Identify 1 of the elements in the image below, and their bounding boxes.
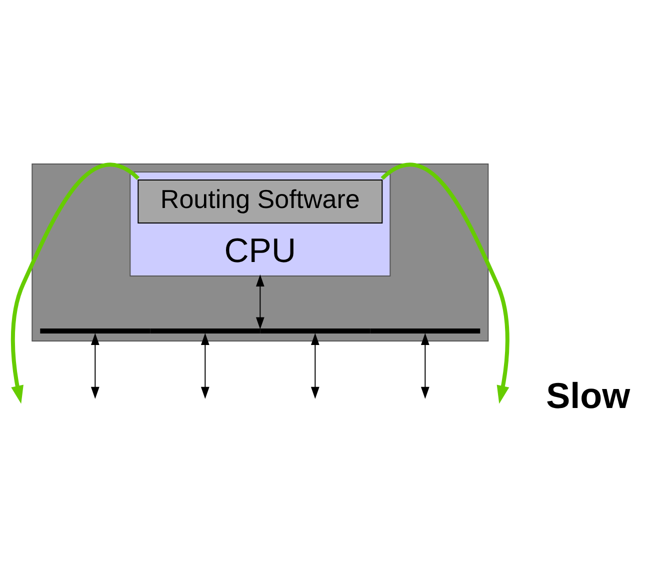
label: Slow (546, 374, 630, 416)
